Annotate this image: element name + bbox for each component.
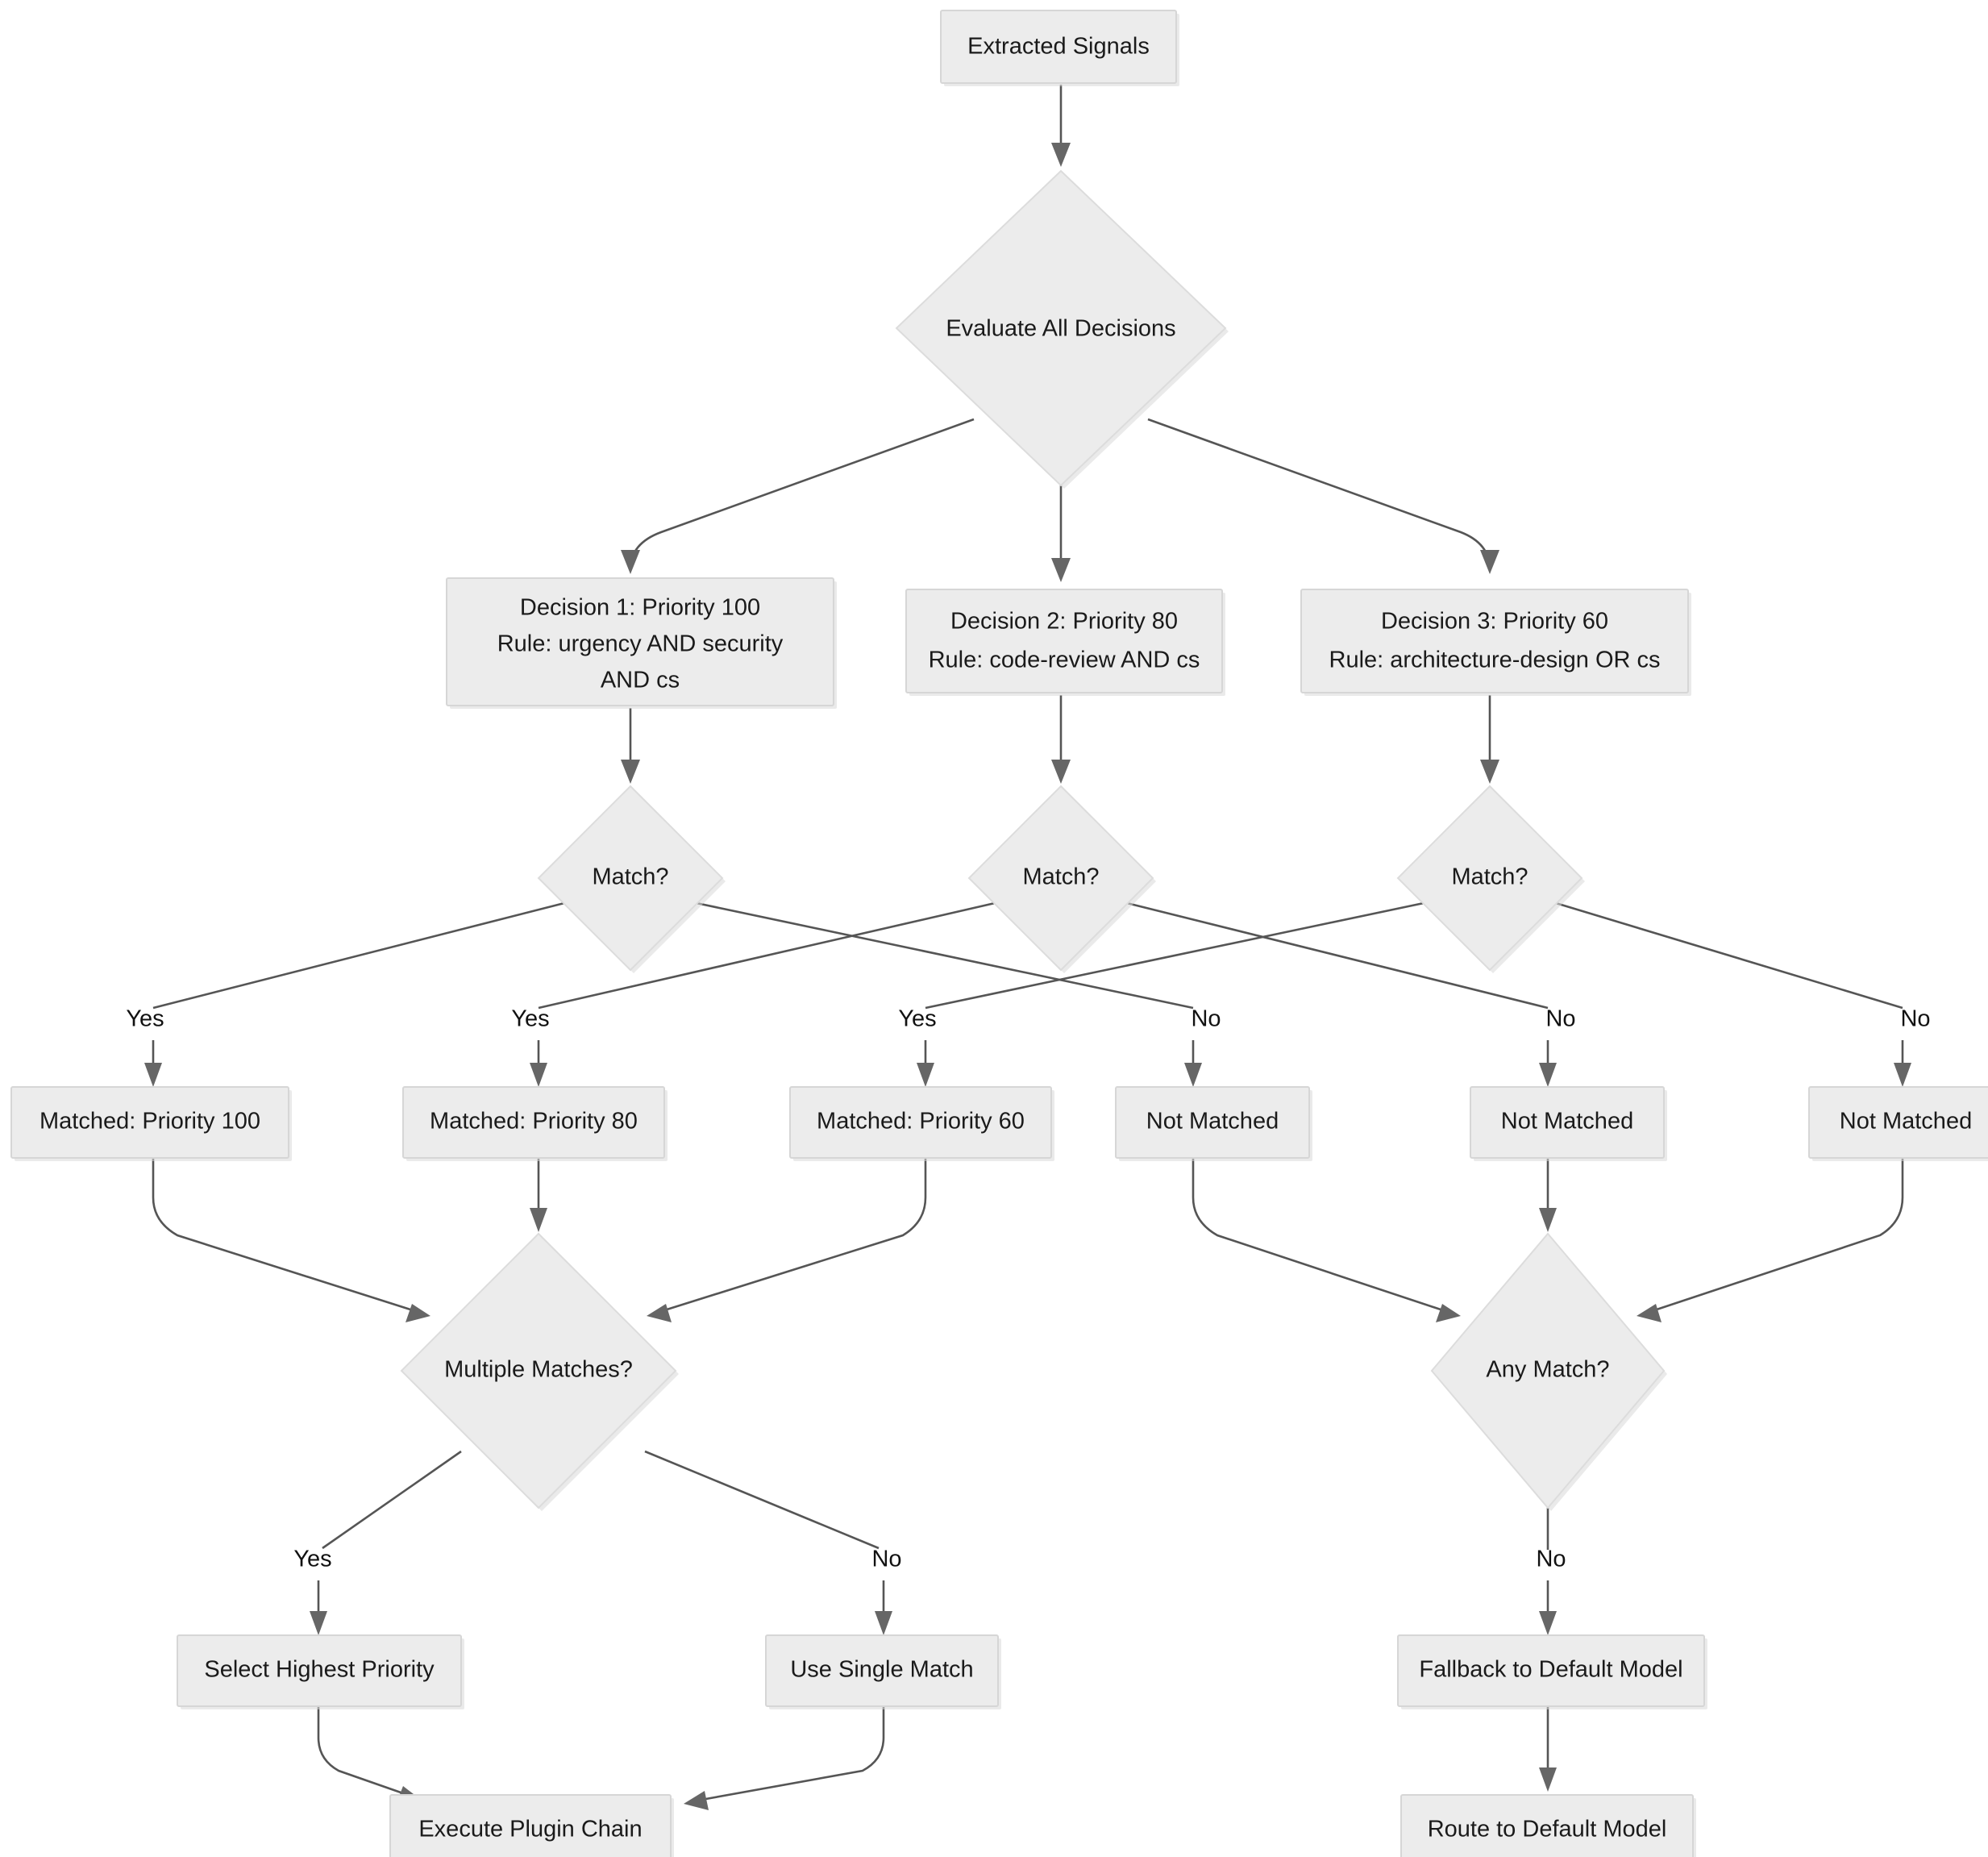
arrowhead-matched100 [144,1063,162,1087]
edge-match3-yes [925,901,1424,1010]
arrowhead-matched60-multiple [647,1304,672,1322]
arrowhead-usesingle-execute [684,1791,709,1810]
arrowhead-select-highest [310,1611,327,1635]
node-any-match-label: Any Match? [1486,1357,1609,1383]
nodes-layer: Extracted Signals Evaluate All Decisions… [10,10,1988,1857]
node-decision-2[interactable]: Decision 2: Priority 80 Rule: code-revie… [905,589,1225,696]
node-decision-1-line1: Decision 1: Priority 100 [520,595,760,621]
arrowhead-evaluate-decision2 [1051,558,1071,582]
node-use-single-match[interactable]: Use Single Match [765,1634,1001,1709]
node-match-3-label: Match? [1451,864,1528,890]
edge-labels-layer: Yes Yes Yes No No No Yes No No [126,1006,1930,1572]
arrowhead-fallback-route [1539,1767,1557,1792]
edge-label-no-1: No [1191,1006,1221,1032]
arrowhead-decision3-match3 [1480,760,1499,784]
arrowhead-notmatched2 [1539,1063,1557,1087]
node-multiple-matches[interactable]: Multiple Matches? [400,1232,679,1511]
node-execute-plugin-chain-label: Execute Plugin Chain [418,1817,642,1842]
node-decision-3-line1: Decision 3: Priority 60 [1381,609,1608,635]
arrowhead-fallback [1539,1611,1557,1635]
arrowhead-evaluate-decision3 [1480,550,1499,574]
node-route-to-default-model-label: Route to Default Model [1428,1817,1667,1842]
edge-match1-no [696,901,1194,1010]
node-matched-priority-100[interactable]: Matched: Priority 100 [10,1086,292,1161]
arrowhead-evaluate-decision1 [621,550,640,574]
arrowhead-notmatched1-any [1436,1304,1461,1322]
edge-label-any-no: No [1536,1547,1566,1572]
edge-evaluate-to-decision3 [1147,418,1491,570]
edge-match2-yes [538,901,996,1010]
node-route-to-default-model[interactable]: Route to Default Model [1400,1794,1696,1857]
node-match-1[interactable]: Match? [537,785,726,973]
node-any-match[interactable]: Any Match? [1430,1232,1667,1511]
node-match-2-label: Match? [1022,864,1099,890]
node-fallback-to-default-model[interactable]: Fallback to Default Model [1397,1634,1707,1709]
edge-label-yes-2: Yes [511,1006,549,1032]
arrowhead-notmatched3 [1894,1063,1911,1087]
node-fallback-to-default-model-label: Fallback to Default Model [1419,1657,1682,1683]
arrowhead-use-single [875,1611,892,1635]
node-match-2[interactable]: Match? [967,785,1156,973]
node-matched-priority-60-label: Matched: Priority 60 [817,1109,1025,1135]
arrowhead-notmatched1 [1184,1063,1202,1087]
node-extracted-signals-label: Extracted Signals [967,34,1150,60]
node-decision-2-line2: Rule: code-review AND cs [929,647,1200,673]
edges-layer [144,85,1911,1810]
node-matched-priority-60[interactable]: Matched: Priority 60 [789,1086,1054,1161]
node-matched-priority-80[interactable]: Matched: Priority 80 [402,1086,668,1161]
arrowhead-matched80 [530,1063,547,1087]
node-select-highest-priority[interactable]: Select Highest Priority [177,1634,464,1709]
arrowhead-signals-evaluate [1051,143,1071,167]
arrowhead-matched80-multiple [530,1208,547,1232]
node-not-matched-1-label: Not Matched [1146,1109,1279,1135]
edge-label-multiple-no: No [871,1547,901,1572]
node-not-matched-3-label: Not Matched [1840,1109,1972,1135]
edge-match3-no [1555,901,1903,1010]
edge-label-multiple-yes: Yes [293,1547,331,1572]
node-not-matched-2-label: Not Matched [1501,1109,1633,1135]
edge-evaluate-to-decision1 [629,418,975,570]
edge-label-no-2: No [1545,1006,1575,1032]
edge-multiple-no [644,1450,880,1550]
node-decision-1-line3: AND cs [601,668,680,693]
arrowhead-matched60 [917,1063,934,1087]
node-use-single-match-label: Use Single Match [790,1657,973,1683]
node-execute-plugin-chain[interactable]: Execute Plugin Chain [389,1794,674,1857]
arrowhead-decision1-match1 [621,760,640,784]
edge-matched60-to-multiple [663,1149,927,1312]
edge-notmatched1-to-any [1192,1149,1444,1312]
edge-usesingle-to-execute [701,1700,885,1801]
node-not-matched-3[interactable]: Not Matched [1808,1086,1988,1161]
node-decision-3[interactable]: Decision 3: Priority 60 Rule: architectu… [1300,589,1691,696]
node-match-1-label: Match? [592,864,668,890]
edge-label-no-3: No [1900,1006,1930,1032]
node-matched-priority-100-label: Matched: Priority 100 [40,1109,260,1135]
edge-select-to-execute [317,1700,404,1795]
node-matched-priority-80-label: Matched: Priority 80 [430,1109,638,1135]
edge-matched100-to-multiple [152,1149,414,1312]
node-decision-3-line2: Rule: architecture-design OR cs [1329,647,1661,673]
node-decision-2-line1: Decision 2: Priority 80 [950,609,1178,635]
edge-multiple-yes [322,1450,462,1550]
arrowhead-notmatched2-any [1539,1208,1557,1232]
arrowhead-decision2-match2 [1051,760,1071,784]
edge-match2-no [1126,901,1549,1010]
arrowhead-notmatched3-any [1637,1304,1662,1322]
node-evaluate-all-decisions[interactable]: Evaluate All Decisions [895,169,1229,489]
edge-label-yes-1: Yes [126,1006,164,1032]
edge-match1-yes [152,901,565,1010]
node-not-matched-2[interactable]: Not Matched [1470,1086,1667,1161]
node-extracted-signals[interactable]: Extracted Signals [940,10,1179,86]
node-decision-1[interactable]: Decision 1: Priority 100 Rule: urgency A… [446,577,837,709]
edge-notmatched3-to-any [1653,1149,1904,1312]
node-evaluate-all-decisions-label: Evaluate All Decisions [946,316,1175,342]
arrowhead-matched100-multiple [406,1304,430,1322]
node-select-highest-priority-label: Select Highest Priority [204,1657,435,1683]
node-decision-1-line2: Rule: urgency AND security [497,631,784,657]
node-multiple-matches-label: Multiple Matches? [444,1357,633,1383]
node-not-matched-1[interactable]: Not Matched [1115,1086,1312,1161]
edge-label-yes-3: Yes [898,1006,936,1032]
node-match-3[interactable]: Match? [1396,785,1585,973]
